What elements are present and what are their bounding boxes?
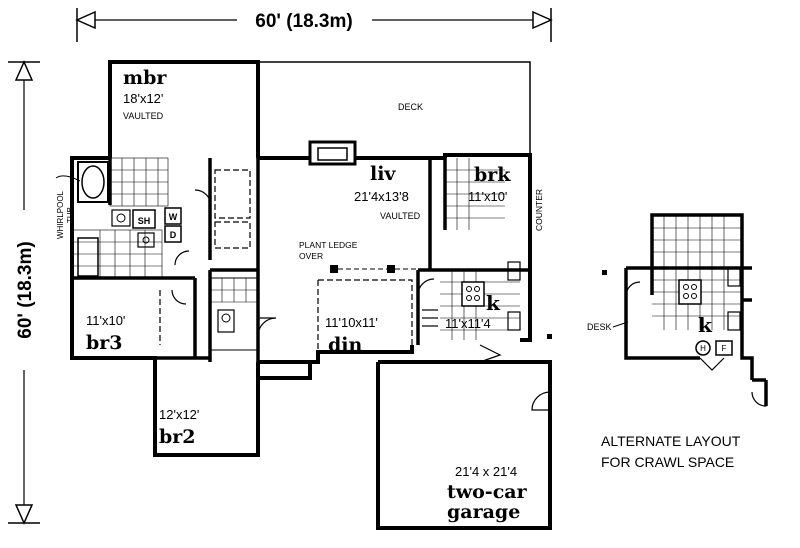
deck: DECK [258, 61, 531, 155]
plant-ledge-line2: OVER [299, 251, 323, 261]
mbr-name: mbr [123, 67, 167, 89]
marker [547, 334, 552, 339]
laundry-fixtures: SH W D [77, 207, 182, 277]
room-labels: mbr 18'x12' VAULTED liv 21'4x13'8 VAULTE… [86, 67, 544, 523]
master-bath-tile [71, 157, 169, 279]
marker [602, 270, 607, 275]
alt-caption-line2: FOR CRAWL SPACE [601, 454, 734, 470]
liv-size: 21'4x13'8 [354, 189, 409, 204]
alt-kitchen-name: k [698, 313, 713, 337]
whirlpool-label-line2: TUB [66, 207, 75, 223]
exterior-walls [70, 60, 552, 530]
deck-label: DECK [398, 102, 423, 112]
shower-label: SH [138, 216, 151, 226]
plant-ledge-line1: PLANT LEDGE [299, 240, 358, 250]
dryer-label: D [170, 230, 177, 240]
liv-note: VAULTED [380, 211, 421, 221]
fireplace [308, 140, 357, 166]
alt-h-label: H [700, 344, 706, 353]
closets [159, 169, 413, 352]
alt-caption-line1: ALTERNATE LAYOUT [601, 433, 741, 449]
alternate-layout: k DESK H F ALTERNATE LAYOUT FOR CRAWL SP… [587, 213, 768, 470]
kitchen [422, 261, 521, 340]
din-size: 11'10x11' [325, 315, 378, 330]
brk-name: brk [474, 164, 511, 186]
whirlpool-label-line1: WHIRLPOOL [56, 190, 65, 239]
alt-desk-label: DESK [587, 322, 612, 332]
height-label: 60' (18.3m) [15, 241, 36, 338]
din-name: din [328, 334, 363, 356]
br3-name: br3 [86, 332, 123, 354]
plant-ledge: PLANT LEDGE OVER [299, 240, 430, 273]
door-swings [171, 189, 551, 411]
br2-name: br2 [159, 426, 196, 448]
whirlpool-tub: WHIRLPOOL TUB [55, 161, 109, 239]
width-label: 60' (18.3m) [255, 11, 352, 32]
liv-name: liv [370, 163, 396, 185]
width-dimension: 60' (18.3m) [75, 8, 553, 42]
br3-size: 11'x10' [86, 313, 125, 328]
kitchen-name: k [486, 291, 501, 315]
mbr-size: 18'x12' [123, 91, 163, 106]
brk-size: 11'x10' [468, 189, 507, 204]
garage-name-line2: garage [447, 501, 520, 523]
garage-size: 21'4 x 21'4 [455, 464, 517, 479]
height-dimension: 60' (18.3m) [8, 60, 40, 525]
br2-size: 12'x12' [159, 407, 199, 422]
alt-f-label: F [722, 344, 727, 353]
garage-name-line1: two-car [447, 481, 528, 503]
washer-label: W [169, 212, 178, 222]
kitchen-size: 11'x11'4 [445, 316, 491, 331]
breakfast-tile [445, 158, 505, 230]
counter-label: COUNTER [534, 189, 544, 231]
mbr-note: VAULTED [123, 111, 164, 121]
hall-bath [209, 277, 259, 351]
